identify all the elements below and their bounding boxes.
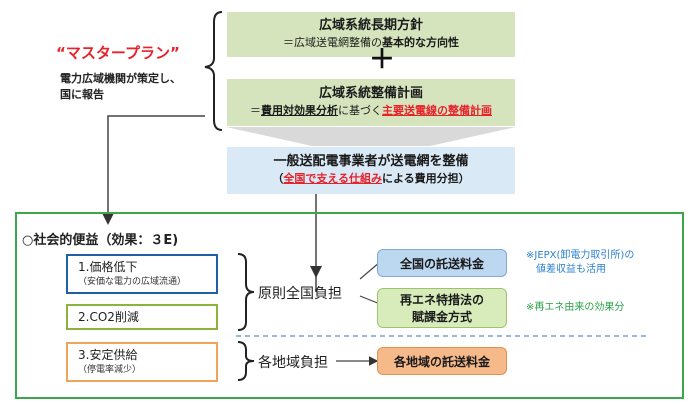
jepx-note-line2: 値差収益も活用: [536, 264, 606, 275]
renewable-levy-box: 再エネ特措法の 賦課金方式: [377, 288, 507, 328]
benefit-item-price-sub: （安価な電力の広域流通）: [78, 277, 187, 287]
grid-plan-sub-red: 主要送電線の整備計画: [382, 104, 492, 117]
master-plan-desc-line2: 国に報告: [60, 88, 104, 101]
grid-plan-title: 広域系統整備計画: [318, 86, 423, 101]
master-plan-title: “マスタープラン”: [56, 44, 180, 62]
plus-sign: ＋: [369, 45, 396, 75]
long-term-policy-sub-bold: 基本的な方向性: [382, 36, 459, 49]
distributor-sub-open: （: [272, 172, 284, 185]
regional-burden-label: 各地域負担: [258, 355, 328, 371]
benefit-item-stability: 3.安定供給 （停電率減少）: [66, 342, 218, 382]
benefit-item-price: 1.価格低下 （安価な電力の広域流通）: [66, 254, 218, 294]
regional-fee-box: 各地域の託送料金: [377, 347, 507, 375]
distributor-title: 一般送配電事業者が送電網を整備: [273, 154, 469, 169]
grid-plan-sub-bold: 費用対効果分析: [261, 104, 338, 117]
renewable-note: ※再エネ由来の効果分: [526, 302, 625, 313]
renewable-levy-line2: 賦課金方式: [411, 310, 472, 324]
benefit-item-price-label: 1.価格低下: [78, 260, 138, 274]
national-burden-label: 原則全国負担: [258, 286, 342, 302]
funnel-arrow: [226, 127, 516, 146]
long-term-policy-subtitle: ＝広域送電網整備の基本的な方向性: [227, 35, 515, 51]
national-burden-brace: [237, 253, 255, 331]
master-plan-description: 電力広域機関が策定し、 国に報告: [60, 71, 181, 103]
master-to-benefits-line: [102, 115, 205, 225]
master-plan-brace: [204, 11, 223, 131]
regional-burden-brace: [237, 341, 255, 381]
master-plan-desc-line1: 電力広域機関が策定し、: [60, 72, 181, 85]
distributor-subtitle: （全国で支える仕組みによる費用分担）: [227, 171, 515, 187]
distributor-box: 一般送配電事業者が送電網を整備 （全国で支える仕組みによる費用分担）: [227, 147, 515, 194]
benefits-title: ○社会的便益（効果：３E): [22, 233, 179, 248]
distributor-sub-red: 全国で支える仕組み: [283, 172, 382, 185]
benefit-item-co2: 2.CO2削減: [66, 304, 218, 330]
jepx-note-line1: ※JEPX(卸電力取引所)の: [526, 250, 635, 261]
benefit-item-stability-label: 3.安定供給: [78, 348, 138, 362]
benefit-item-co2-label: 2.CO2削減: [78, 310, 139, 324]
benefits-frame: [15, 212, 684, 399]
distributor-sub-rest: による費用分担）: [382, 172, 470, 185]
long-term-policy-title: 広域系統長期方針: [318, 18, 423, 33]
grid-plan-sub-mid: に基づく: [338, 104, 382, 117]
renewable-levy-line1: 再エネ特措法の: [399, 293, 484, 307]
grid-plan-sub-prefix: ＝: [250, 104, 261, 117]
long-term-policy-sub-prefix: ＝広域送電網整備の: [283, 36, 382, 49]
grid-plan-subtitle: ＝費用対効果分析に基づく主要送電線の整備計画: [227, 103, 515, 119]
jepx-note: ※JEPX(卸電力取引所)の 値差収益も活用: [526, 249, 634, 277]
long-term-policy-box: 広域系統長期方針 ＝広域送電網整備の基本的な方向性: [227, 12, 515, 57]
grid-plan-box: 広域系統整備計画 ＝費用対効果分析に基づく主要送電線の整備計画: [227, 79, 515, 126]
benefit-item-stability-sub: （停電率減少）: [78, 365, 142, 375]
national-fee-box: 全国の託送料金: [377, 249, 507, 277]
